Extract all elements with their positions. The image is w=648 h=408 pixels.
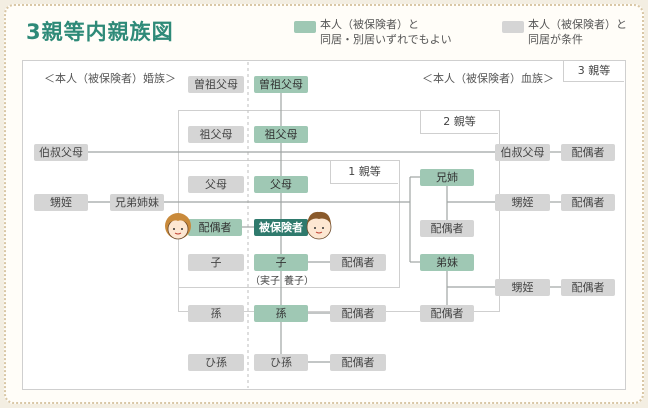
node-spouse: 配偶者 — [188, 219, 242, 236]
blood-side-label: ＜本人（被保険者）血族＞ — [422, 72, 554, 85]
page-title: 3親等内親族図 — [26, 20, 174, 44]
node-great-grandparents-in-law: 曽祖父母 — [188, 76, 244, 93]
degree2-label: 2 親等 — [420, 111, 498, 134]
node-grandparents-in-law: 祖父母 — [188, 126, 244, 143]
node-uncle-aunt: 伯叔父母 — [495, 144, 550, 161]
node-siblings-in-law: 兄弟姉妹 — [110, 194, 164, 211]
legend-green-line1: 本人（被保険者）と — [320, 18, 419, 31]
node-nephew-niece-2: 甥姪 — [495, 279, 550, 296]
node-nephew-niece-1-spouse: 配偶者 — [561, 194, 615, 211]
node-insured: 被保険者 — [254, 219, 308, 236]
legend-gray-line2: 同居が条件 — [528, 33, 583, 46]
child-note-real: （実子 — [250, 276, 280, 287]
node-grandchild-spouse-side: 孫 — [188, 305, 244, 322]
node-nephew-niece-1: 甥姪 — [495, 194, 550, 211]
node-elder-sibling: 兄姉 — [420, 169, 474, 186]
legend-gray-swatch — [502, 21, 524, 33]
legend-green-text: 本人（被保険者）と 同居・別居いずれでもよい — [320, 17, 452, 47]
node-great-grandchild-spouse-side: ひ孫 — [188, 354, 244, 371]
node-grandparents: 祖父母 — [254, 126, 308, 143]
child-note-adopted: 養子） — [284, 276, 314, 287]
node-nephew-niece-2-spouse: 配偶者 — [561, 279, 615, 296]
node-parents: 父母 — [254, 176, 308, 193]
node-child: 子 — [254, 254, 308, 271]
node-great-grandchild-spouse: 配偶者 — [330, 354, 386, 371]
legend-gray-text: 本人（被保険者）と 同居が条件 — [528, 17, 627, 47]
girl-avatar-icon — [165, 213, 191, 240]
degree1-label: 1 親等 — [330, 161, 398, 184]
node-younger-sibling: 弟妹 — [420, 254, 474, 271]
node-child-spouse: 配偶者 — [330, 254, 386, 271]
legend-gray-line1: 本人（被保険者）と — [528, 18, 627, 31]
node-great-grandchild: ひ孫 — [254, 354, 308, 371]
legend-green-line2: 同居・別居いずれでもよい — [320, 33, 452, 46]
node-elder-sibling-spouse: 配偶者 — [420, 220, 474, 237]
spouse-side-label: ＜本人（被保険者）婚族＞ — [44, 72, 176, 85]
node-uncle-aunt-spouse: 配偶者 — [561, 144, 615, 161]
node-uncle-aunt-in-law: 伯叔父母 — [34, 144, 88, 161]
node-great-grandparents: 曽祖父母 — [254, 76, 308, 93]
node-child-spouse-side: 子 — [188, 254, 244, 271]
node-younger-sibling-spouse: 配偶者 — [420, 305, 474, 322]
node-grandchild: 孫 — [254, 305, 308, 322]
node-grandchild-spouse: 配偶者 — [330, 305, 386, 322]
boy-avatar-icon — [306, 211, 332, 240]
degree3-label: 3 親等 — [563, 61, 624, 82]
node-parents-in-law: 父母 — [188, 176, 244, 193]
legend-green-swatch — [294, 21, 316, 33]
node-nephew-niece-in-law: 甥姪 — [34, 194, 88, 211]
